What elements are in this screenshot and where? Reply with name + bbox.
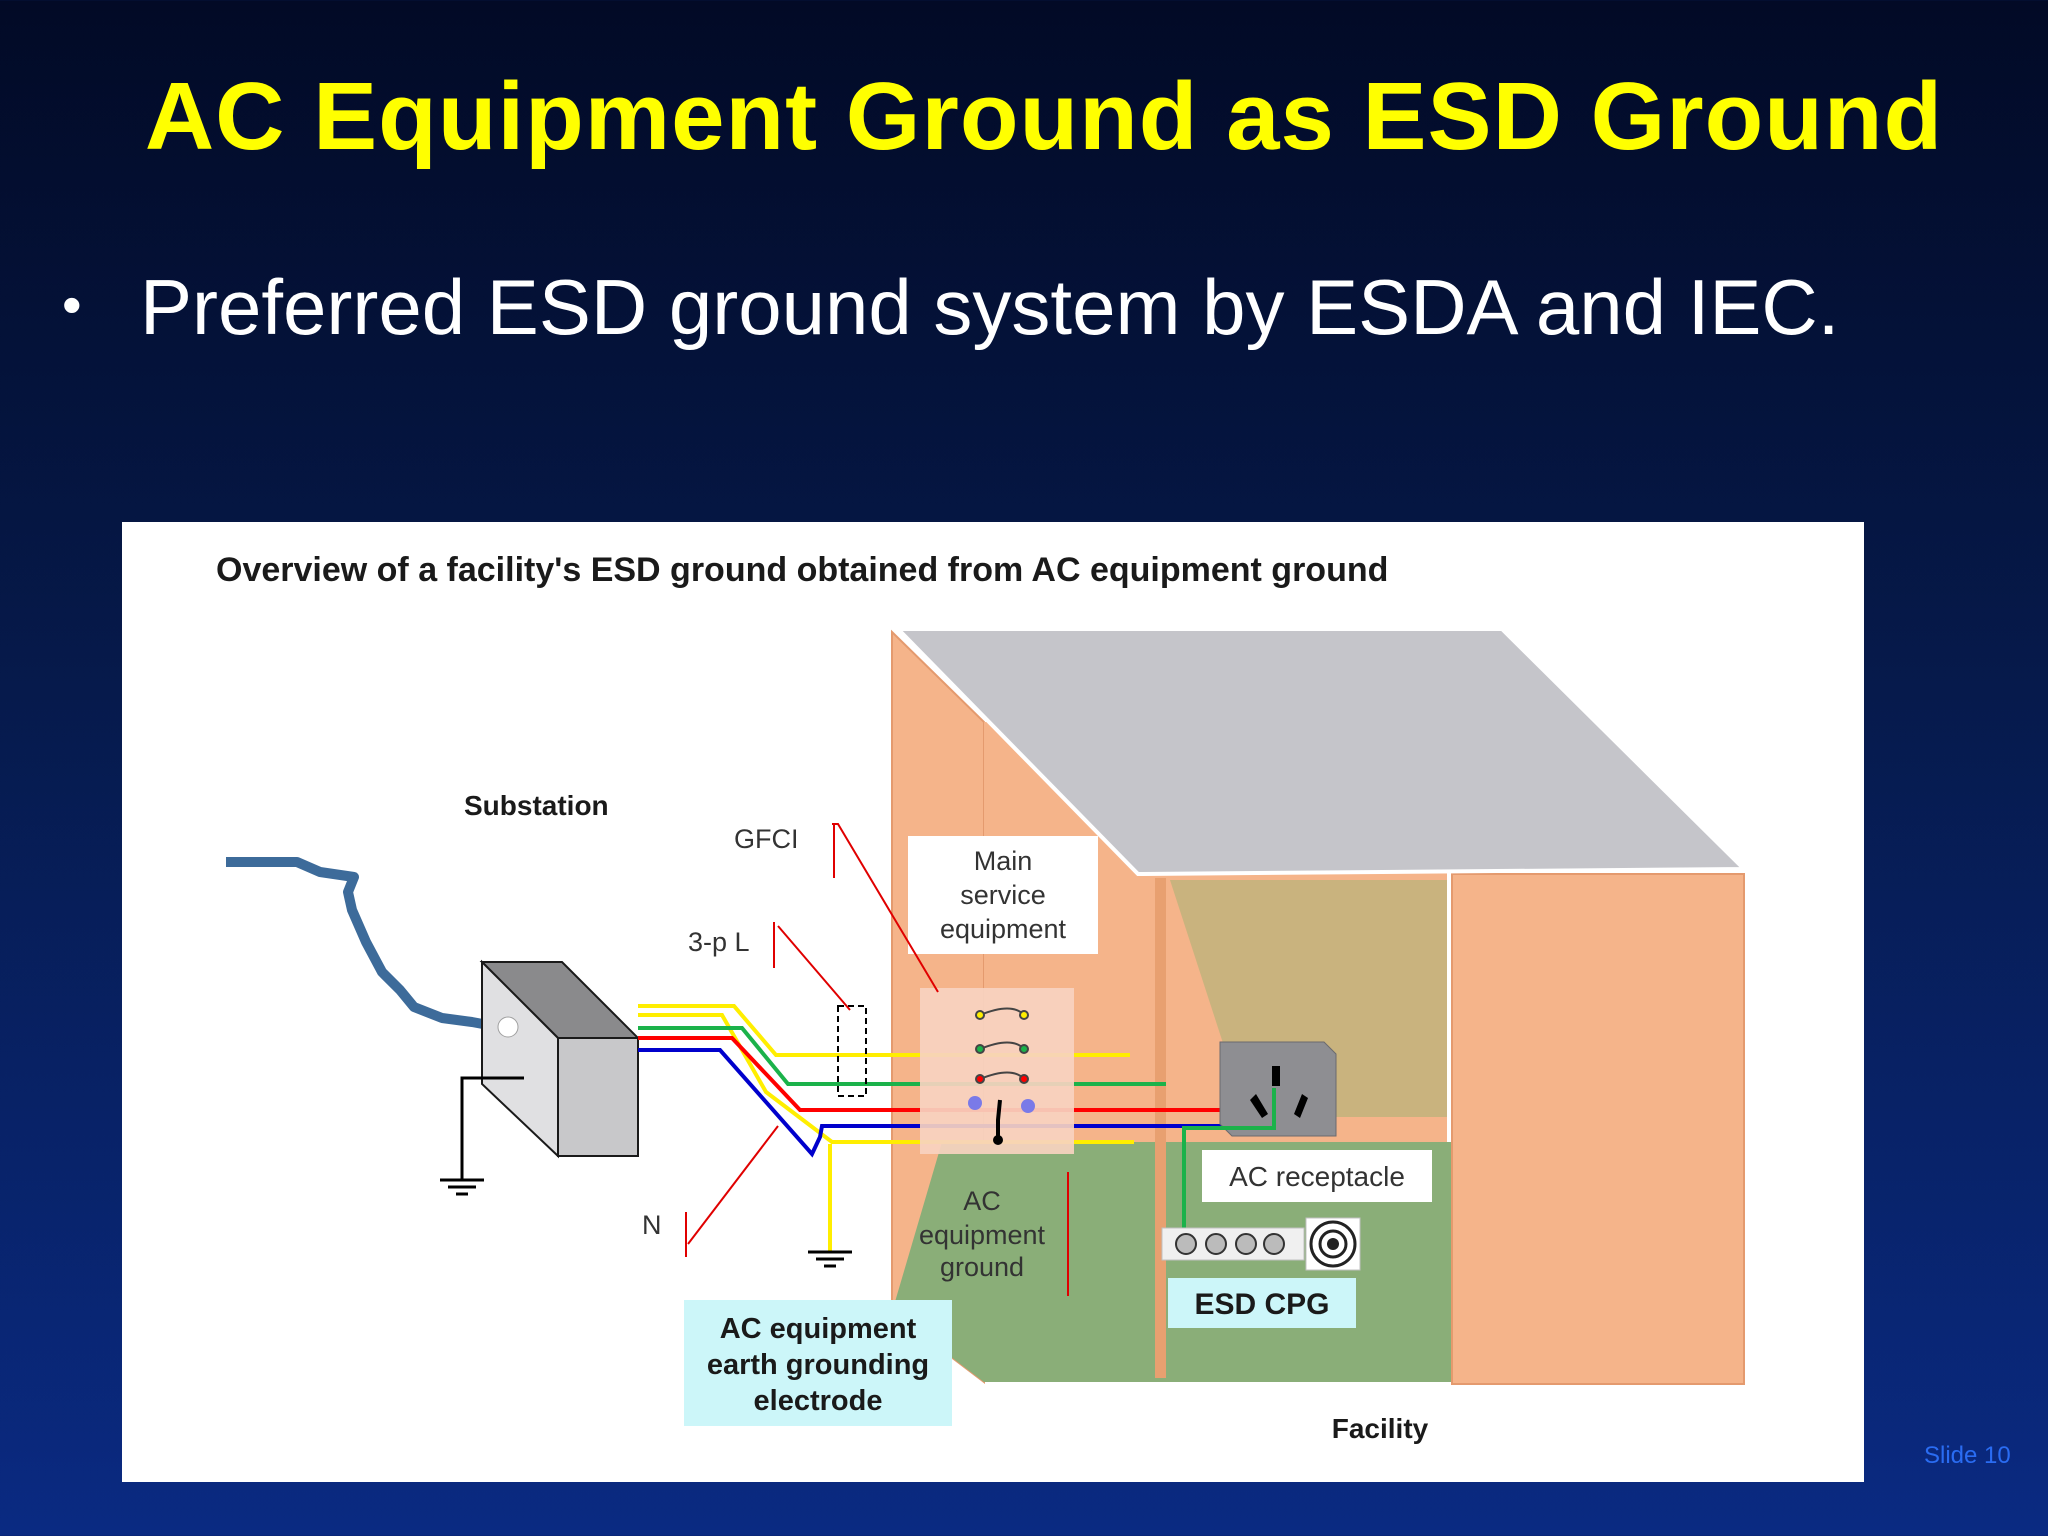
bond-point [993,1135,1003,1145]
incoming-cable [226,857,511,1034]
receptacle-green-lead [1182,1088,1276,1242]
electrode-label-1: AC equipment [720,1313,917,1345]
diagram-title: Overview of a facility's ESD ground obta… [216,551,1388,589]
electrode-ground-icon [808,1250,852,1268]
electrode-label-box [684,1300,952,1426]
neutral-ground-bond [996,1099,1002,1140]
facility-building [891,627,1749,1385]
wire-red [638,1036,1252,1112]
esd-cpg-snap-icons [1175,1233,1285,1255]
ac-equipment-ground-label-3: ground [940,1252,1024,1282]
esd-cpg-jack-icon [1305,1217,1361,1271]
neutral-terminal-right [1021,1099,1035,1113]
gfci-label: GFCI [734,824,799,854]
main-service-label-box [908,836,1098,954]
breaker-icons [975,1007,1029,1084]
ac-receptacle-label: AC receptacle [1229,1161,1405,1192]
receptacle-socket-icon [1250,1066,1308,1118]
bullet-text: Preferred ESD ground system by ESDA and … [140,263,1840,351]
ac-receptacle-label-box [1202,1150,1432,1202]
main-service-label-3: equipment [940,914,1067,944]
facility-right-wall [1451,873,1745,1385]
esd-cpg-label: ESD CPG [1194,1288,1329,1321]
neutral-label: N [642,1210,662,1240]
diagram-figure: Overview of a facility's ESD ground obta… [122,522,1864,1482]
three-pole-breaker-box [837,1005,867,1097]
main-service-label-1: Main [974,846,1033,876]
neutral-terminal-left [968,1096,982,1110]
esd-cpg-label-box [1168,1278,1356,1328]
ac-receptacle-box [1219,1041,1337,1137]
bullet-icon: • [62,273,82,336]
bullet-item: • Preferred ESD ground system by ESDA and… [62,262,1839,353]
ac-equipment-ground-label-1: AC [963,1186,1001,1216]
substation-label: Substation [464,790,609,821]
main-service-label-2: service [960,880,1046,910]
facility-roof [893,627,1749,877]
substation-transformer [479,959,641,1159]
electrode-label-2: earth grounding [707,1349,929,1381]
slide-title: AC Equipment Ground as ESD Ground [144,63,1944,170]
three-pl-label: 3-p L [688,927,750,957]
slide-number: Slide 10 [1924,1442,2011,1469]
facility-label: Facility [1332,1413,1429,1444]
substation-ground-icon [440,1076,524,1196]
ac-equipment-ground-label-2: equipment [919,1220,1046,1250]
leader-lines [685,823,1069,1296]
electrode-label-3: electrode [754,1385,883,1417]
